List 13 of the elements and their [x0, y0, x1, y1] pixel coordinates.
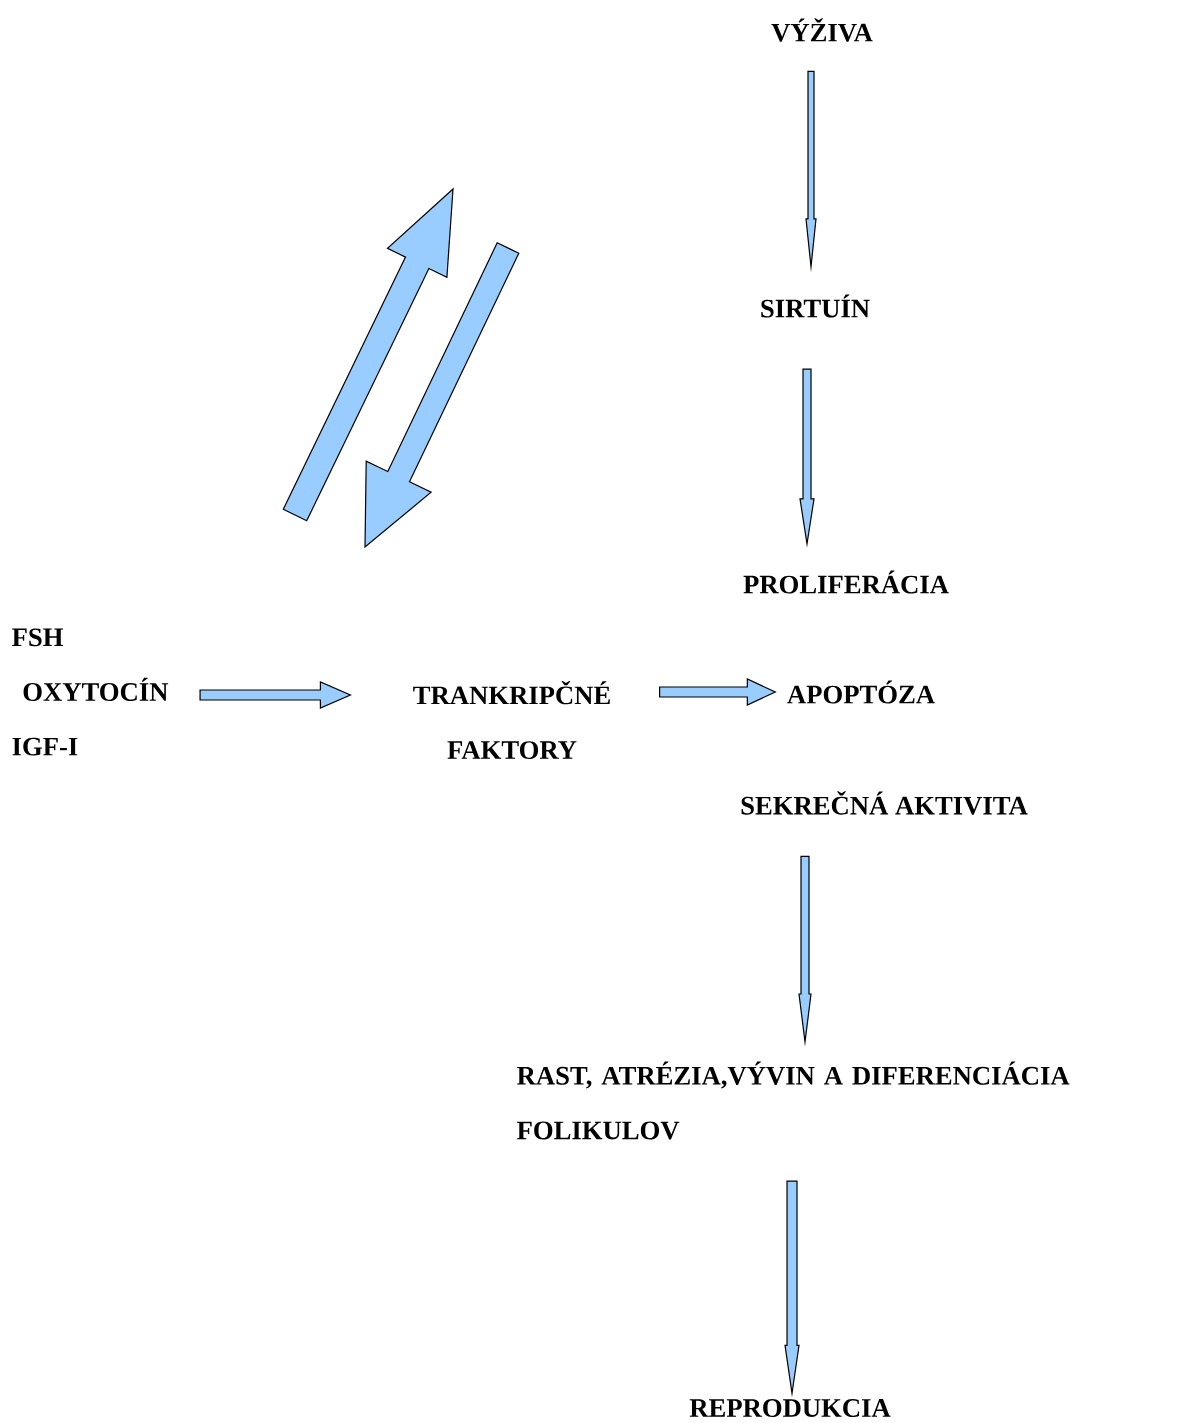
block-arrow: [199, 681, 352, 709]
block-arrow: [659, 678, 777, 706]
block-arrow: [784, 1180, 800, 1398]
label-text: REPRODUKCIA: [689, 1399, 891, 1417]
label-text: TRANKRIPČNÉ FAKTORY: [413, 680, 610, 760]
label-text: FSH OXYTOCÍN IGF-I: [12, 628, 169, 756]
block-arrow: [799, 368, 815, 548]
label-text: PROLIFERÁCIA: [743, 570, 949, 594]
label-text: RAST, ATRÉZIA,VÝVIN A DIFERENCIÁCIA FOLIKULOV: [517, 1061, 1070, 1140]
label-text: SIRTUÍN: [761, 294, 870, 318]
label-text: VÝŽIVA: [771, 18, 873, 42]
label-text: SEKREČNÁ AKTIVITA: [741, 791, 1028, 815]
label-text: APOPTÓZA: [787, 680, 935, 704]
